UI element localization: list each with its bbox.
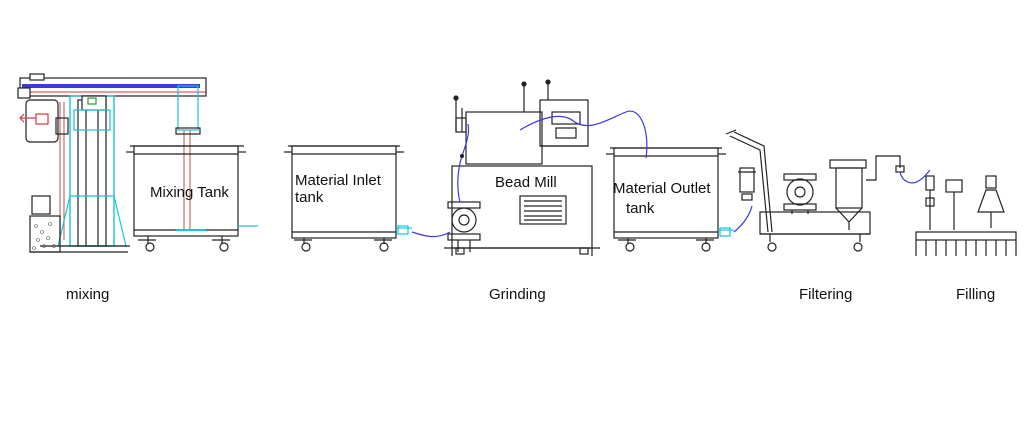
mixing-tank — [126, 145, 258, 252]
bead-mill-label: Bead Mill — [495, 174, 557, 191]
bead-mill-machine — [444, 79, 600, 256]
stage-filling: Filling — [956, 286, 996, 303]
filling-machine — [915, 175, 1017, 256]
pipe-connector-dots — [460, 154, 464, 158]
stage-filtering: Filtering — [799, 286, 853, 303]
disperser-mixer — [17, 73, 207, 253]
stage-grinding: Grinding — [489, 286, 546, 303]
mixing-tank-label: Mixing Tank — [150, 184, 229, 201]
material-inlet-tank-label-line2: tank — [295, 189, 324, 206]
stage-mixing: mixing — [66, 286, 110, 303]
material-inlet-tank — [284, 145, 412, 252]
material-outlet-tank-label-line2: tank — [626, 200, 655, 217]
material-inlet-tank-label-line1: Material Inlet — [295, 172, 381, 189]
material-outlet-tank-label-line1: Material Outlet — [613, 180, 711, 197]
material-outlet-tank — [606, 147, 734, 252]
filter-cart — [725, 129, 905, 252]
